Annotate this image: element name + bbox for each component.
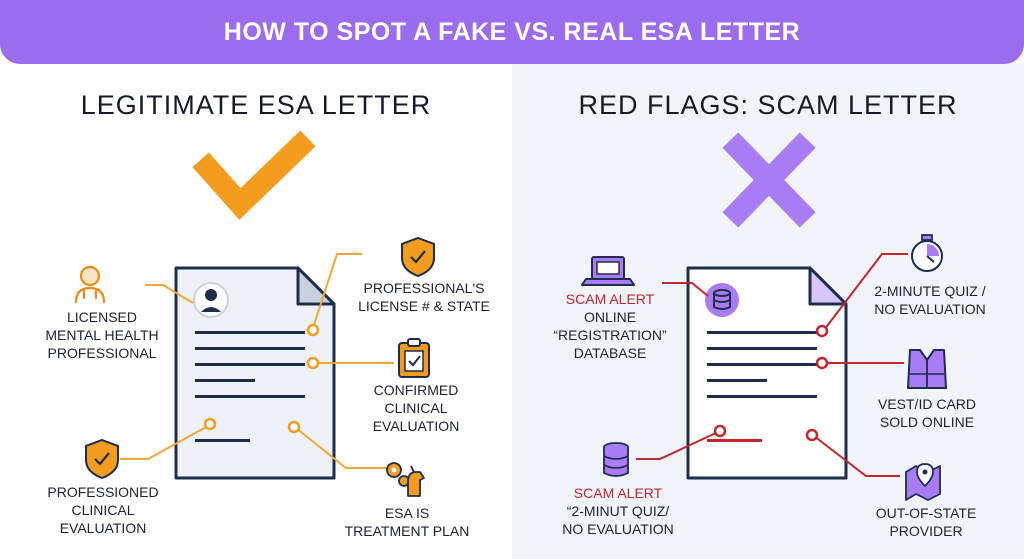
connector-registration — [662, 282, 709, 297]
label-line: CLINICAL — [71, 502, 135, 518]
label-line: “2-MINUT QUIZ/ — [566, 503, 670, 519]
connector-provider — [813, 435, 900, 477]
label-vest-id-card: VEST/ID CARD SOLD ONLINE — [862, 395, 992, 431]
label-out-of-state-provider: OUT-OF-STATE PROVIDER — [858, 504, 994, 540]
label-line: PROVIDER — [889, 523, 963, 539]
shield-check-icon — [85, 438, 119, 480]
label-line: CONFIRMED — [373, 382, 459, 398]
legit-heading: LEGITIMATE ESA LETTER — [80, 90, 432, 120]
label-confirmed-evaluation: CONFIRMED CLINICAL EVALUATION — [346, 381, 486, 435]
label-line: NO EVALUATION — [562, 521, 674, 537]
connector-treatment — [295, 427, 388, 469]
connector-professioned — [120, 425, 209, 460]
check-mark-icon — [192, 130, 316, 220]
label-treatment-plan: ESA IS TREATMENT PLAN — [332, 504, 482, 540]
label-line: EVALUATION — [59, 520, 147, 536]
map-pin-icon — [905, 463, 941, 501]
label-line: “REGISTRATION” — [553, 327, 667, 343]
scam-document — [686, 266, 848, 480]
label-line: CLINICAL — [384, 400, 448, 416]
clipboard-check-icon — [398, 338, 430, 378]
database-badge-icon — [705, 283, 739, 317]
banner-title: HOW TO SPOT A FAKE VS. REAL ESA LETTER — [223, 17, 801, 46]
label-line: OUT-OF-STATE — [875, 505, 977, 521]
legit-document — [174, 266, 336, 480]
database-icon — [603, 442, 629, 477]
label-line: NO EVALUATION — [874, 301, 986, 317]
connector-quiz2 — [636, 431, 719, 460]
label-line: LICENSE # & STATE — [358, 298, 490, 314]
shield-check-icon — [401, 236, 435, 278]
label-quiz-alert: SCAM ALERT “2-MINUT QUIZ/ NO EVALUATION — [548, 484, 688, 538]
label-line: PROFESSIONED — [47, 484, 159, 500]
label-professionals-license: PROFESSIONAL'S LICENSE # & STATE — [342, 279, 506, 315]
connector-quiz — [823, 253, 908, 331]
scam-alert-text: SCAM ALERT — [565, 291, 655, 307]
title-banner: HOW TO SPOT A FAKE VS. REAL ESA LETTER — [0, 0, 1024, 64]
label-line: ONLINE — [583, 309, 637, 325]
connector-licensed — [145, 284, 194, 304]
label-line: ESA IS — [384, 505, 430, 521]
gear-dog-icon — [386, 462, 425, 497]
stopwatch-icon — [911, 234, 943, 272]
connector-license — [312, 253, 362, 329]
label-registration-database: SCAM ALERT ONLINE “REGISTRATION” DATABAS… — [540, 290, 680, 362]
label-line: PROFESSIONAL'S — [363, 280, 485, 296]
scam-alert-text: SCAM ALERT — [573, 485, 663, 501]
label-line: 2-MINUTE QUIZ / — [874, 283, 986, 299]
laptop-icon — [581, 256, 635, 286]
label-line: EVALUATION — [372, 418, 460, 434]
scam-heading: RED FLAGS: SCAM LETTER — [578, 90, 958, 120]
vest-icon — [907, 349, 947, 389]
label-professioned-evaluation: PROFESSIONED CLINICAL EVALUATION — [30, 483, 176, 537]
label-line: SOLD ONLINE — [879, 414, 975, 430]
label-licensed-professional: LICENSED MENTAL HEALTH PROFESSIONAL — [22, 308, 182, 362]
label-quiz-no-evaluation: 2-MINUTE QUIZ / NO EVALUATION — [858, 282, 1002, 318]
doctor-icon — [74, 265, 106, 304]
label-line: PROFESSIONAL — [47, 345, 157, 361]
label-line: MENTAL HEALTH — [45, 327, 159, 343]
x-mark-icon — [722, 132, 816, 228]
label-line: VEST/ID CARD — [877, 396, 976, 412]
label-line: DATABASE — [573, 345, 647, 361]
label-line: LICENSED — [66, 309, 138, 325]
label-line: TREATMENT PLAN — [344, 523, 470, 539]
